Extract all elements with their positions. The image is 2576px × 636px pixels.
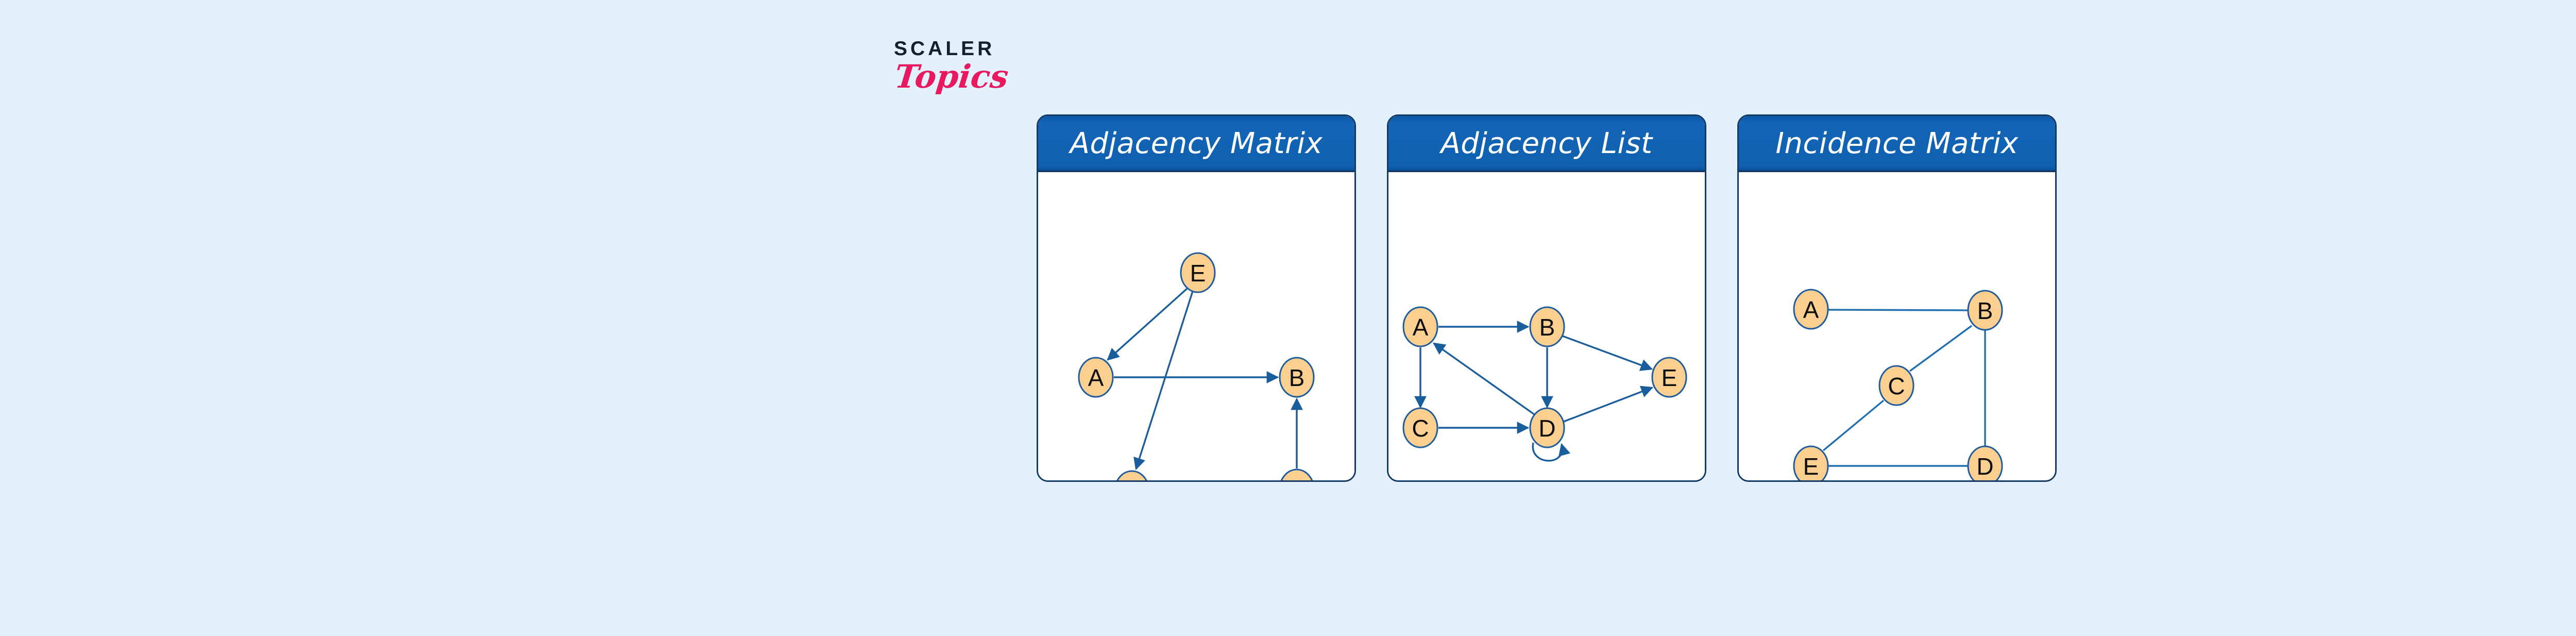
graph-diagram-adjacency-list: A B E C D — [1402, 306, 1687, 462]
node-label-A: A — [1088, 364, 1104, 391]
graph-node-A[interactable]: A — [1793, 289, 1829, 330]
node-shape-D — [1967, 445, 2003, 480]
card-adjacency-list: Adjacency List A — [1387, 114, 1706, 482]
graph-node-A[interactable]: A — [1078, 357, 1114, 398]
node-shape-E — [1793, 445, 1829, 480]
card-body-incidence-matrix: A B C E D — [1739, 172, 2055, 482]
logo-wordmark-topics: Topics — [893, 58, 1010, 95]
edge-E-A — [1107, 288, 1188, 361]
edge-B-C — [1909, 325, 1973, 372]
edge-C-E — [1822, 399, 1885, 451]
graph-node-C[interactable]: C — [1878, 365, 1914, 406]
graph-nodes: A B E C D — [1402, 306, 1687, 448]
node-label-E: E — [1803, 453, 1819, 480]
logo-wordmark-scaler: SCALER — [894, 38, 995, 60]
node-shape-C — [1402, 407, 1438, 448]
card-incidence-matrix: Incidence Matrix A B — [1737, 114, 2057, 482]
node-label-C: C — [1412, 415, 1429, 442]
edge-B-E — [1562, 335, 1653, 371]
node-label-C: C — [1288, 476, 1305, 482]
node-label-B: B — [1539, 314, 1555, 341]
graph-node-B[interactable]: B — [1279, 357, 1315, 398]
card-adjacency-matrix: Adjacency Matrix E — [1037, 114, 1356, 482]
graph-diagram-incidence-matrix: A B C E D — [1793, 289, 2003, 482]
card-title-incidence-matrix: Incidence Matrix — [1775, 126, 2019, 160]
card-header-incidence-matrix: Incidence Matrix — [1739, 116, 2055, 172]
card-header-adjacency-list: Adjacency List — [1388, 116, 1705, 172]
graph-node-C[interactable]: C — [1402, 407, 1438, 448]
node-shape-B — [1279, 357, 1315, 398]
node-shape-C — [1878, 365, 1914, 406]
node-shape-E — [1651, 357, 1687, 398]
node-label-B: B — [1977, 297, 1993, 324]
node-label-B: B — [1289, 364, 1305, 391]
edge-D-E — [1563, 386, 1654, 423]
node-label-D: D — [1123, 478, 1140, 482]
graph-node-E[interactable]: E — [1180, 252, 1216, 293]
graph-nodes: A B C E D — [1793, 289, 2003, 482]
card-body-adjacency-list: A B E C D — [1388, 172, 1705, 480]
node-shape-A — [1793, 289, 1829, 330]
graph-diagram-adjacency-matrix: E A B D C — [1078, 252, 1315, 482]
edge-D-D-self-loop — [1532, 442, 1571, 462]
graph-nodes: E A B D C — [1078, 252, 1315, 482]
scaler-topics-logo: SCALER Topics — [893, 38, 1048, 111]
graph-edges — [1822, 309, 1986, 467]
graph-node-D[interactable]: D — [1529, 407, 1565, 448]
graph-node-B[interactable]: B — [1529, 306, 1565, 347]
graph-edges — [1107, 288, 1303, 471]
graph-edges — [1414, 321, 1654, 462]
node-label-A: A — [1803, 296, 1819, 323]
node-shape-D — [1529, 407, 1565, 448]
card-title-adjacency-matrix: Adjacency Matrix — [1070, 126, 1323, 160]
card-title-adjacency-list: Adjacency List — [1440, 126, 1653, 160]
node-shape-E — [1180, 252, 1216, 293]
node-shape-C — [1280, 468, 1313, 480]
node-shape-D — [1116, 470, 1147, 480]
node-label-D: D — [1976, 453, 1993, 480]
card-body-adjacency-matrix: E A B D C — [1038, 172, 1354, 482]
node-shape-A — [1402, 306, 1438, 347]
node-shape-A — [1078, 357, 1114, 398]
card-header-adjacency-matrix: Adjacency Matrix — [1038, 116, 1354, 172]
graph-node-D[interactable]: D — [1967, 445, 2003, 482]
node-shape-B — [1967, 290, 2003, 331]
graph-node-C[interactable]: C — [1280, 468, 1314, 482]
node-shape-B — [1529, 306, 1565, 347]
graph-node-E[interactable]: E — [1651, 357, 1687, 398]
node-label-A: A — [1413, 314, 1429, 341]
graph-node-E[interactable]: E — [1793, 445, 1829, 482]
node-label-D: D — [1538, 415, 1555, 442]
edge-E-D — [1133, 291, 1194, 471]
edge-D-A — [1433, 342, 1535, 415]
graph-node-B[interactable]: B — [1967, 290, 2003, 331]
graph-node-D[interactable]: D — [1115, 470, 1149, 482]
node-label-E: E — [1190, 260, 1206, 287]
node-label-E: E — [1662, 364, 1677, 391]
node-label-C: C — [1888, 373, 1905, 399]
graph-node-A[interactable]: A — [1402, 306, 1438, 347]
